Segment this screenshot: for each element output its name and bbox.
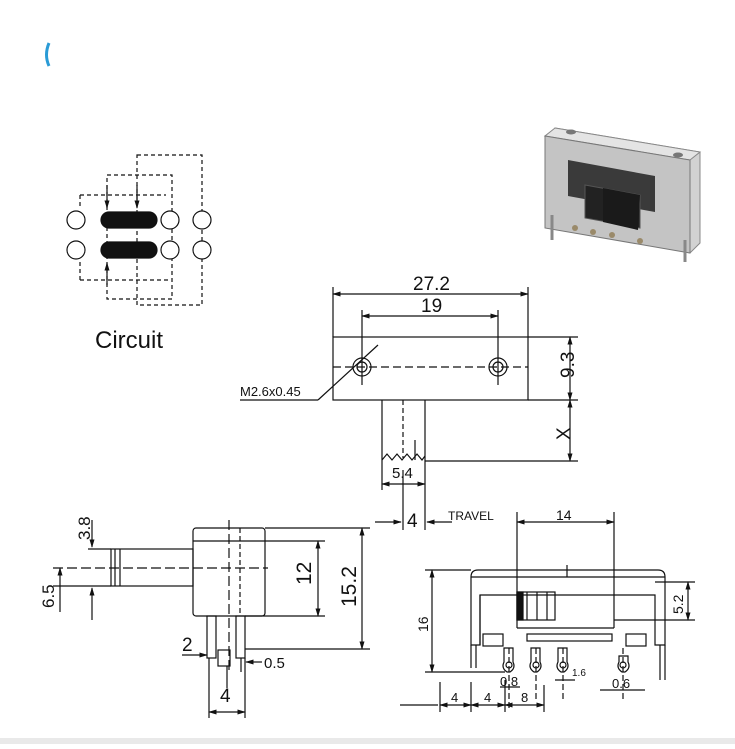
bottom-bar — [0, 738, 735, 744]
dim-hole-spacing: 19 — [421, 296, 442, 317]
screw-label: M2.6x0.45 — [240, 384, 301, 399]
dim-12: 12 — [293, 562, 316, 585]
dim-15-2: 15.2 — [338, 566, 361, 607]
dim-0-5: 0.5 — [264, 655, 285, 672]
dim-body-height: 9.3 — [558, 352, 579, 378]
dim-5-2: 5.2 — [670, 594, 686, 614]
travel-label: TRAVEL — [448, 509, 494, 523]
dim-overall-width: 27.2 — [413, 274, 450, 295]
dim-0-8: 0.8 — [500, 674, 518, 689]
circuit-label: Circuit — [95, 327, 163, 354]
top-view — [240, 287, 578, 530]
dim-top: 3.8 — [75, 516, 94, 540]
circuit-diagram — [66, 154, 212, 306]
dim-4a: 4 — [451, 690, 458, 705]
dim-left: 6.5 — [39, 584, 58, 608]
dim-4: 4 — [220, 686, 231, 707]
dim-0-6: 0.6 — [612, 676, 630, 691]
dim-8: 8 — [521, 690, 528, 705]
dim-travel: 4 — [407, 511, 418, 532]
dim-x: X — [554, 427, 575, 440]
dim-14: 14 — [556, 507, 572, 523]
dim-4b: 4 — [484, 690, 491, 705]
product-photo — [543, 127, 702, 262]
side-view — [53, 520, 370, 718]
dim-1-6: 1.6 — [572, 668, 586, 679]
accent-mark — [45, 42, 51, 67]
dim-16: 16 — [415, 616, 431, 632]
dim-2: 2 — [182, 635, 193, 656]
dim-lever-width: 5.4 — [392, 465, 413, 482]
front-view — [400, 512, 695, 712]
